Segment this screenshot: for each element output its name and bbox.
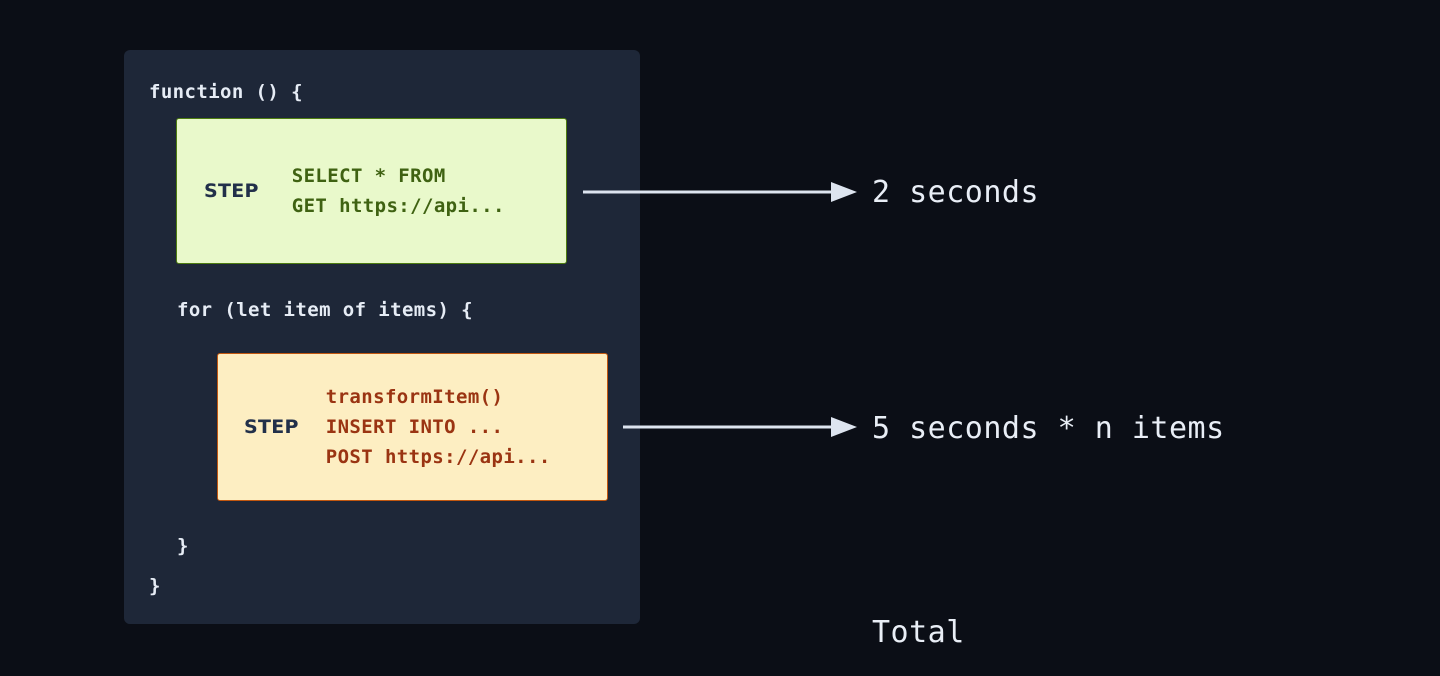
step-label-yellow: STEP xyxy=(244,416,299,438)
code-line-for-open: for (let item of items) { xyxy=(177,299,473,321)
code-line-function-open: function () { xyxy=(149,81,303,103)
arrow-right-icon-step-one xyxy=(583,182,857,202)
annotation-total-heading: Total xyxy=(872,615,965,650)
step-code-green: SELECT * FROM GET https://api... xyxy=(291,165,505,217)
step-label-green: STEP xyxy=(204,180,259,202)
arrow-right-icon-step-two xyxy=(623,417,857,437)
step-box-yellow[interactable]: STEP transformItem() INSERT INTO ... POS… xyxy=(217,353,608,501)
step-box-green[interactable]: STEP SELECT * FROM GET https://api... xyxy=(176,118,567,264)
step-code-yellow: transformItem() INSERT INTO ... POST htt… xyxy=(325,386,551,468)
annotation-total: Total 100 items = 502 seconds xyxy=(872,533,1299,676)
annotation-step-one-duration: 2 seconds xyxy=(872,175,1040,210)
code-line-function-close: } xyxy=(149,575,161,597)
annotation-step-two-duration: 5 seconds * n items xyxy=(872,411,1225,446)
code-panel: function () { STEP SELECT * FROM GET htt… xyxy=(124,50,640,624)
code-line-for-close: } xyxy=(177,535,189,557)
